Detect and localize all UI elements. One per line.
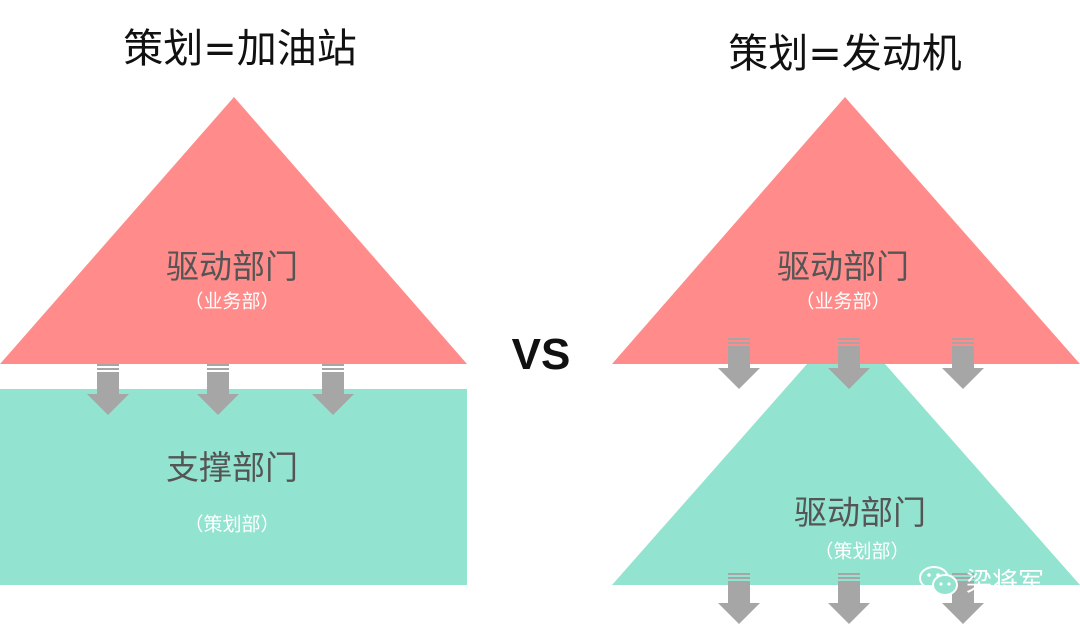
right-bottom-sub: （策划部） — [814, 540, 910, 563]
left-bottom-sub: （策划部） — [184, 513, 280, 536]
right-title: 策划=发动机 — [728, 31, 962, 77]
down-arrow-icon — [942, 338, 984, 389]
down-arrow-icon — [718, 338, 760, 389]
down-arrow-icon — [828, 573, 870, 624]
right-drive-trapezoid — [612, 364, 1080, 585]
left-drive-triangle — [0, 97, 467, 364]
watermark: 梁将军 — [918, 562, 1044, 599]
right-top-label: 驱动部门 — [777, 247, 909, 286]
left-support-block — [0, 389, 467, 585]
watermark-text: 梁将军 — [966, 568, 1045, 598]
right-top-sub: （业务部） — [795, 290, 891, 313]
down-arrow-icon — [718, 573, 760, 624]
right-drive-triangle — [612, 97, 1080, 364]
down-arrow-icon — [87, 364, 129, 415]
wechat-icon — [919, 565, 958, 596]
down-arrow-icon — [312, 364, 354, 415]
left-top-sub: （业务部） — [184, 290, 280, 313]
vs-label: VS — [511, 330, 571, 379]
left-title: 策划=加油站 — [123, 26, 357, 72]
right-bottom-label: 驱动部门 — [794, 493, 926, 532]
down-arrow-icon — [197, 364, 239, 415]
left-top-label: 驱动部门 — [166, 247, 298, 286]
left-bottom-label: 支撑部门 — [166, 448, 298, 487]
down-arrow-icon — [828, 338, 870, 389]
